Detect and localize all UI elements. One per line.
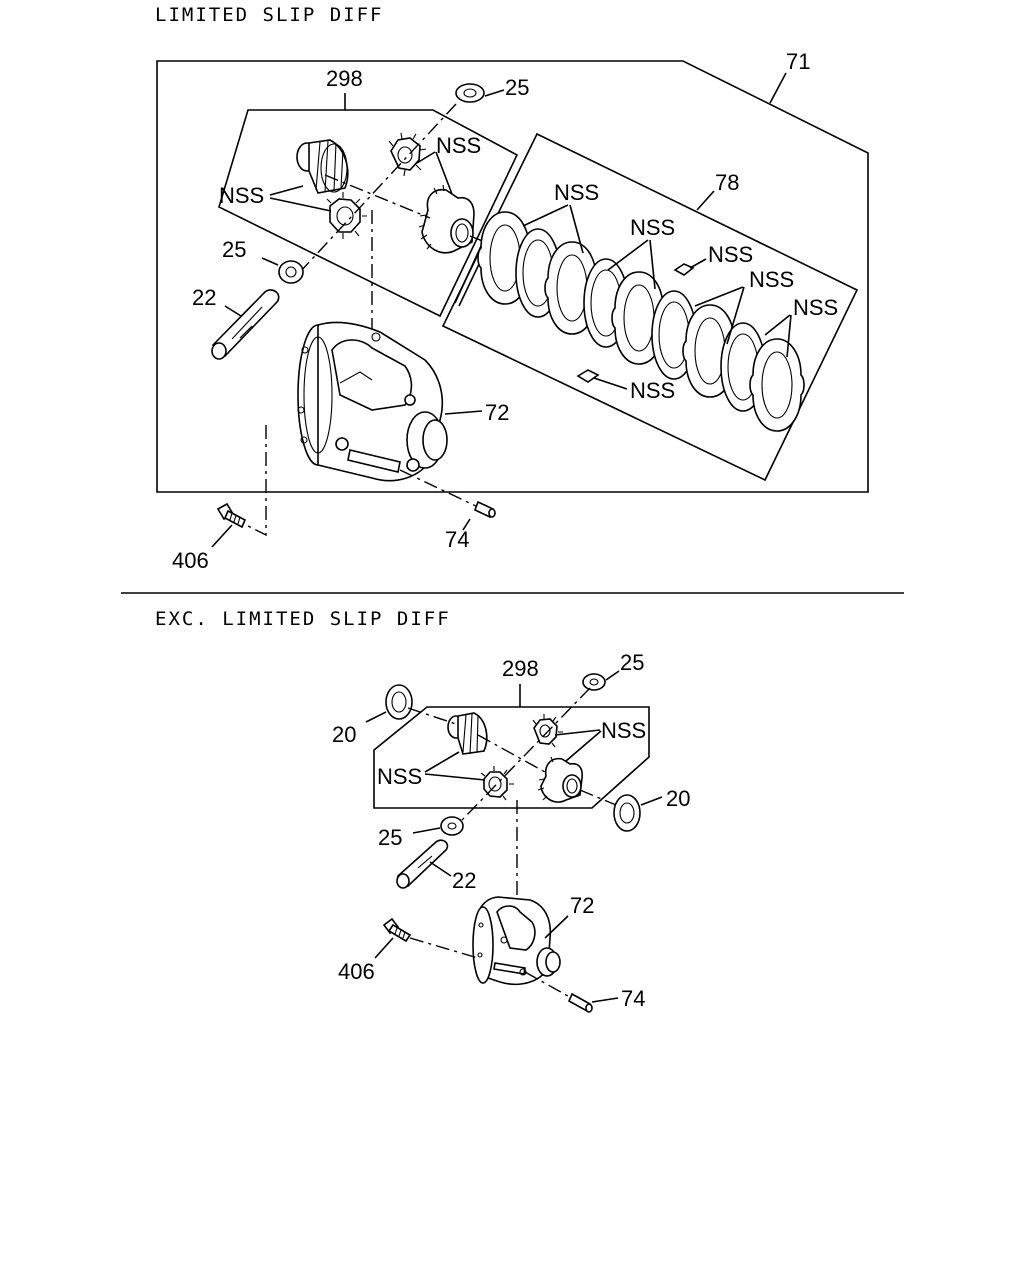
diff-case-72-exc [472,896,561,986]
thrust-washer-25-top [455,83,485,103]
callout-71: 71 [786,49,810,74]
callout-25-top: 25 [505,75,529,100]
section-heading-lsd: LIMITED SLIP DIFF [155,4,383,26]
side-gear-right [418,184,475,254]
axis-side-gears [324,174,431,219]
section-limited-slip-diff: LIMITED SLIP DIFF 71 298 78 25 [155,4,869,573]
callout-nss-key-1: NSS [708,242,753,267]
callout-298-exc: 298 [502,656,539,681]
key-spacer-lower [576,369,600,383]
side-gear-left-exc [447,712,488,755]
callout-20-right: 20 [666,786,690,811]
axis-side-gears-exc-3 [579,789,617,806]
key-spacer-upper [673,263,695,276]
callout-nss-plates-4: NSS [793,295,838,320]
callout-25-lower: 25 [222,237,246,262]
axis-side-gears-exc [407,707,457,725]
leader-72-exc [544,915,569,939]
subassembly-box-298-exc [373,706,650,809]
leader-nss-plates-3 [694,286,745,345]
callout-20-left: 20 [332,722,356,747]
callout-406-lsd: 406 [172,548,209,573]
leader-nss-plates-4 [764,314,792,358]
thrust-washer-25-top-exc [582,673,606,691]
section-exc-limited-slip-diff: EXC. LIMITED SLIP DIFF 298 25 20 [155,608,690,1013]
leader-74-exc [591,997,619,1003]
pinion-gear-top-exc [532,714,563,748]
leader-nss-left [269,185,332,212]
leader-406-lsd [211,524,233,548]
leader-nss-pinion-top [416,151,453,195]
pinion-gear-lower [326,192,367,239]
leader-74-lsd [462,518,471,531]
callout-nss-left: NSS [219,183,264,208]
callout-74-lsd: 74 [445,527,469,552]
subassembly-box-298 [218,109,519,318]
leader-nss-plates-2 [607,239,656,290]
section-heading-exc: EXC. LIMITED SLIP DIFF [155,608,451,630]
leader-71 [769,72,787,104]
axis-side-gears-exc-2 [477,734,546,773]
thrust-washer-25-lower-exc [440,816,464,836]
diff-case-72-lsd [297,321,448,482]
thrust-washer-20-left [385,684,413,720]
axis-side-gears-2 [469,235,491,245]
callout-nss-pinion-top: NSS [436,133,481,158]
callout-nss-plates-2: NSS [630,215,675,240]
leader-nss-top-exc [554,729,602,762]
callout-406-exc: 406 [338,959,375,984]
leader-22 [224,305,242,317]
leader-72-lsd [444,410,483,415]
leader-25-top [484,89,505,97]
thrust-washer-25-lower [278,260,304,284]
callout-72-exc: 72 [570,893,594,918]
pinion-gear-top [388,132,427,177]
case-bolt-406-exc [382,917,412,943]
lock-pin-74 [473,500,496,519]
leader-20-left [365,711,387,723]
lock-pin-74-exc [567,992,593,1013]
leader-nss-plates-1 [522,204,584,254]
side-gear-left [296,139,349,194]
leader-25-lower-exc [412,827,441,834]
leader-25-lower [261,257,279,266]
side-gear-right-exc [537,756,583,803]
callout-25-lower-exc: 25 [378,825,402,850]
callout-72-lsd: 72 [485,400,509,425]
callout-78: 78 [715,170,739,195]
leader-22-exc [429,861,452,877]
case-bolt-406-lsd [216,502,247,529]
callout-nss-left-exc: NSS [377,764,422,789]
callout-22: 22 [192,285,216,310]
leader-406-exc [374,937,394,959]
callout-25-top-exc: 25 [620,650,644,675]
callout-298: 298 [326,66,363,91]
leader-nss-key-2 [593,377,628,390]
callout-74-exc: 74 [621,986,645,1011]
callout-nss-key-2: NSS [630,378,675,403]
axis-bolt-406-exc [409,937,479,959]
leader-nss-left-exc [424,751,486,781]
axis-lock-pin-exc [524,971,576,1001]
assembly-box-71 [156,60,869,493]
axis-lock-pin [399,469,481,509]
callout-nss-plates-1: NSS [554,180,599,205]
leader-nss-key-1 [689,258,707,269]
leader-78 [696,190,715,211]
pinion-shaft-22-exc [396,839,449,889]
thrust-washer-20-right [613,794,641,832]
leader-20-right [640,796,663,806]
pinion-shaft-22 [211,289,280,360]
callout-nss-plates-3: NSS [749,267,794,292]
axis-pinion-diagonal-exc [461,687,591,821]
callout-22-exc: 22 [452,868,476,893]
callout-nss-top-exc: NSS [601,718,646,743]
leader-25-top-exc [605,670,620,681]
axis-pinion-diagonal [299,103,457,273]
